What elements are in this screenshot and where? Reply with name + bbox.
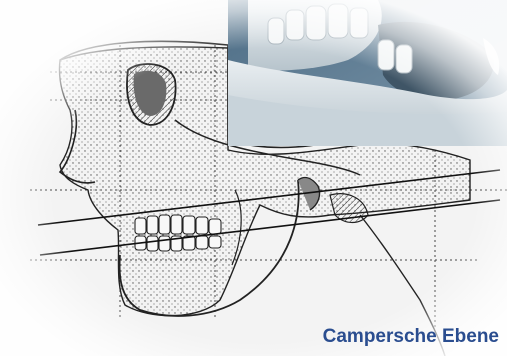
dental-cast-photo xyxy=(228,0,507,146)
figure-caption: Campersche Ebene xyxy=(323,326,499,348)
teeth-row xyxy=(135,215,221,251)
